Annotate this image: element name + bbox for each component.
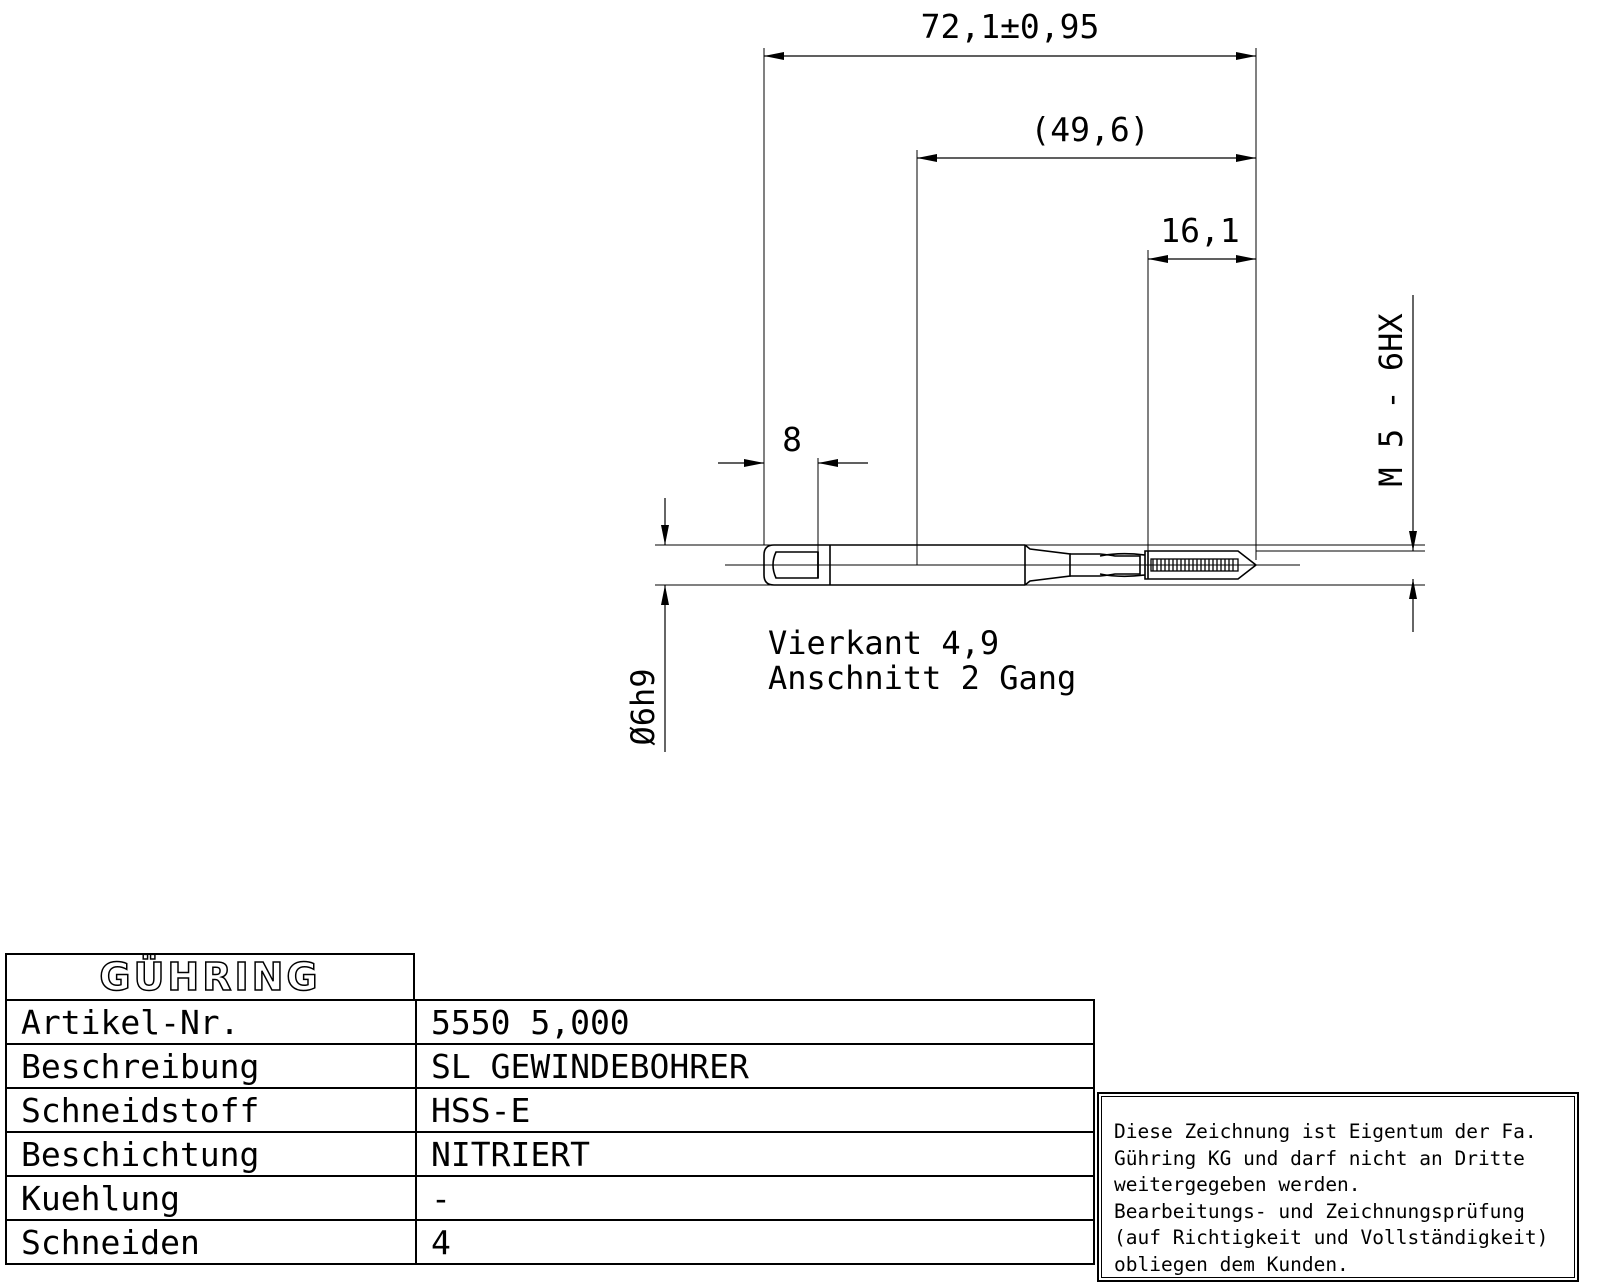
dim-thread-length: 16,1 <box>1160 211 1239 250</box>
row-label: Beschreibung <box>5 1043 417 1089</box>
flute-top <box>1099 552 1146 557</box>
note-square: Vierkant 4,9 <box>768 624 999 662</box>
table-row: Schneidstoff HSS-E <box>5 1087 1095 1133</box>
thread-body <box>1144 550 1258 580</box>
notice-frame: Diese Zeichnung ist Eigentum der Fa. Güh… <box>1101 1096 1575 1278</box>
note-chamfer: Anschnitt 2 Gang <box>768 659 1076 697</box>
notice-line: obliegen dem Kunden. <box>1114 1252 1349 1276</box>
dim-thread-spec: M 5 - 6HX <box>1372 313 1410 486</box>
tap-body <box>763 544 1258 586</box>
row-value: HSS-E <box>415 1087 1095 1133</box>
table-row: Schneiden 4 <box>5 1219 1095 1265</box>
dim-overall-length: 72,1±0,95 <box>921 7 1100 46</box>
table-row: Beschreibung SL GEWINDEBOHRER <box>5 1043 1095 1089</box>
table-row: Artikel-Nr. 5550 5,000 <box>5 999 1095 1045</box>
row-value: 4 <box>415 1219 1095 1265</box>
notice-line: Diese Zeichnung ist Eigentum der Fa. <box>1114 1120 1537 1143</box>
row-label: Kuehlung <box>5 1175 417 1221</box>
title-block-table: Artikel-Nr. 5550 5,000 Beschreibung SL G… <box>5 999 1095 1265</box>
notice-line: (auf Richtigkeit und Vollständigkeit) <box>1114 1226 1549 1249</box>
table-row: Beschichtung NITRIERT <box>5 1131 1095 1177</box>
row-label: Artikel-Nr. <box>5 999 417 1045</box>
dim-shank-diameter: Ø6h9 <box>624 668 662 745</box>
row-value: 5550 5,000 <box>415 999 1095 1045</box>
row-label: Beschichtung <box>5 1131 417 1177</box>
dim-square-length: 8 <box>782 420 802 459</box>
extension-lines <box>655 48 1425 586</box>
notice-line: weitergegeben werden. <box>1114 1173 1361 1196</box>
row-value: SL GEWINDEBOHRER <box>415 1043 1095 1089</box>
logo-text: GÜHRING <box>99 954 321 1000</box>
row-value: - <box>415 1175 1095 1221</box>
company-logo: GÜHRING <box>5 953 415 1001</box>
dim-reference-length: (49,6) <box>1030 110 1149 149</box>
row-value: NITRIERT <box>415 1131 1095 1177</box>
row-label: Schneiden <box>5 1219 417 1265</box>
row-label: Schneidstoff <box>5 1087 417 1133</box>
thread-band <box>1150 558 1239 572</box>
title-block: GÜHRING Artikel-Nr. 5550 5,000 Beschreib… <box>5 953 1095 1278</box>
notice-line: Gühring KG und darf nicht an Dritte <box>1114 1146 1525 1170</box>
copyright-notice: Diese Zeichnung ist Eigentum der Fa. Güh… <box>1097 1092 1579 1282</box>
thread-hatch <box>1150 558 1239 572</box>
square-drive <box>772 551 819 579</box>
flute-bottom <box>1099 573 1146 578</box>
notice-line: Bearbeitungs- und Zeichnungsprüfung <box>1114 1199 1525 1223</box>
table-row: Kuehlung - <box>5 1175 1095 1221</box>
